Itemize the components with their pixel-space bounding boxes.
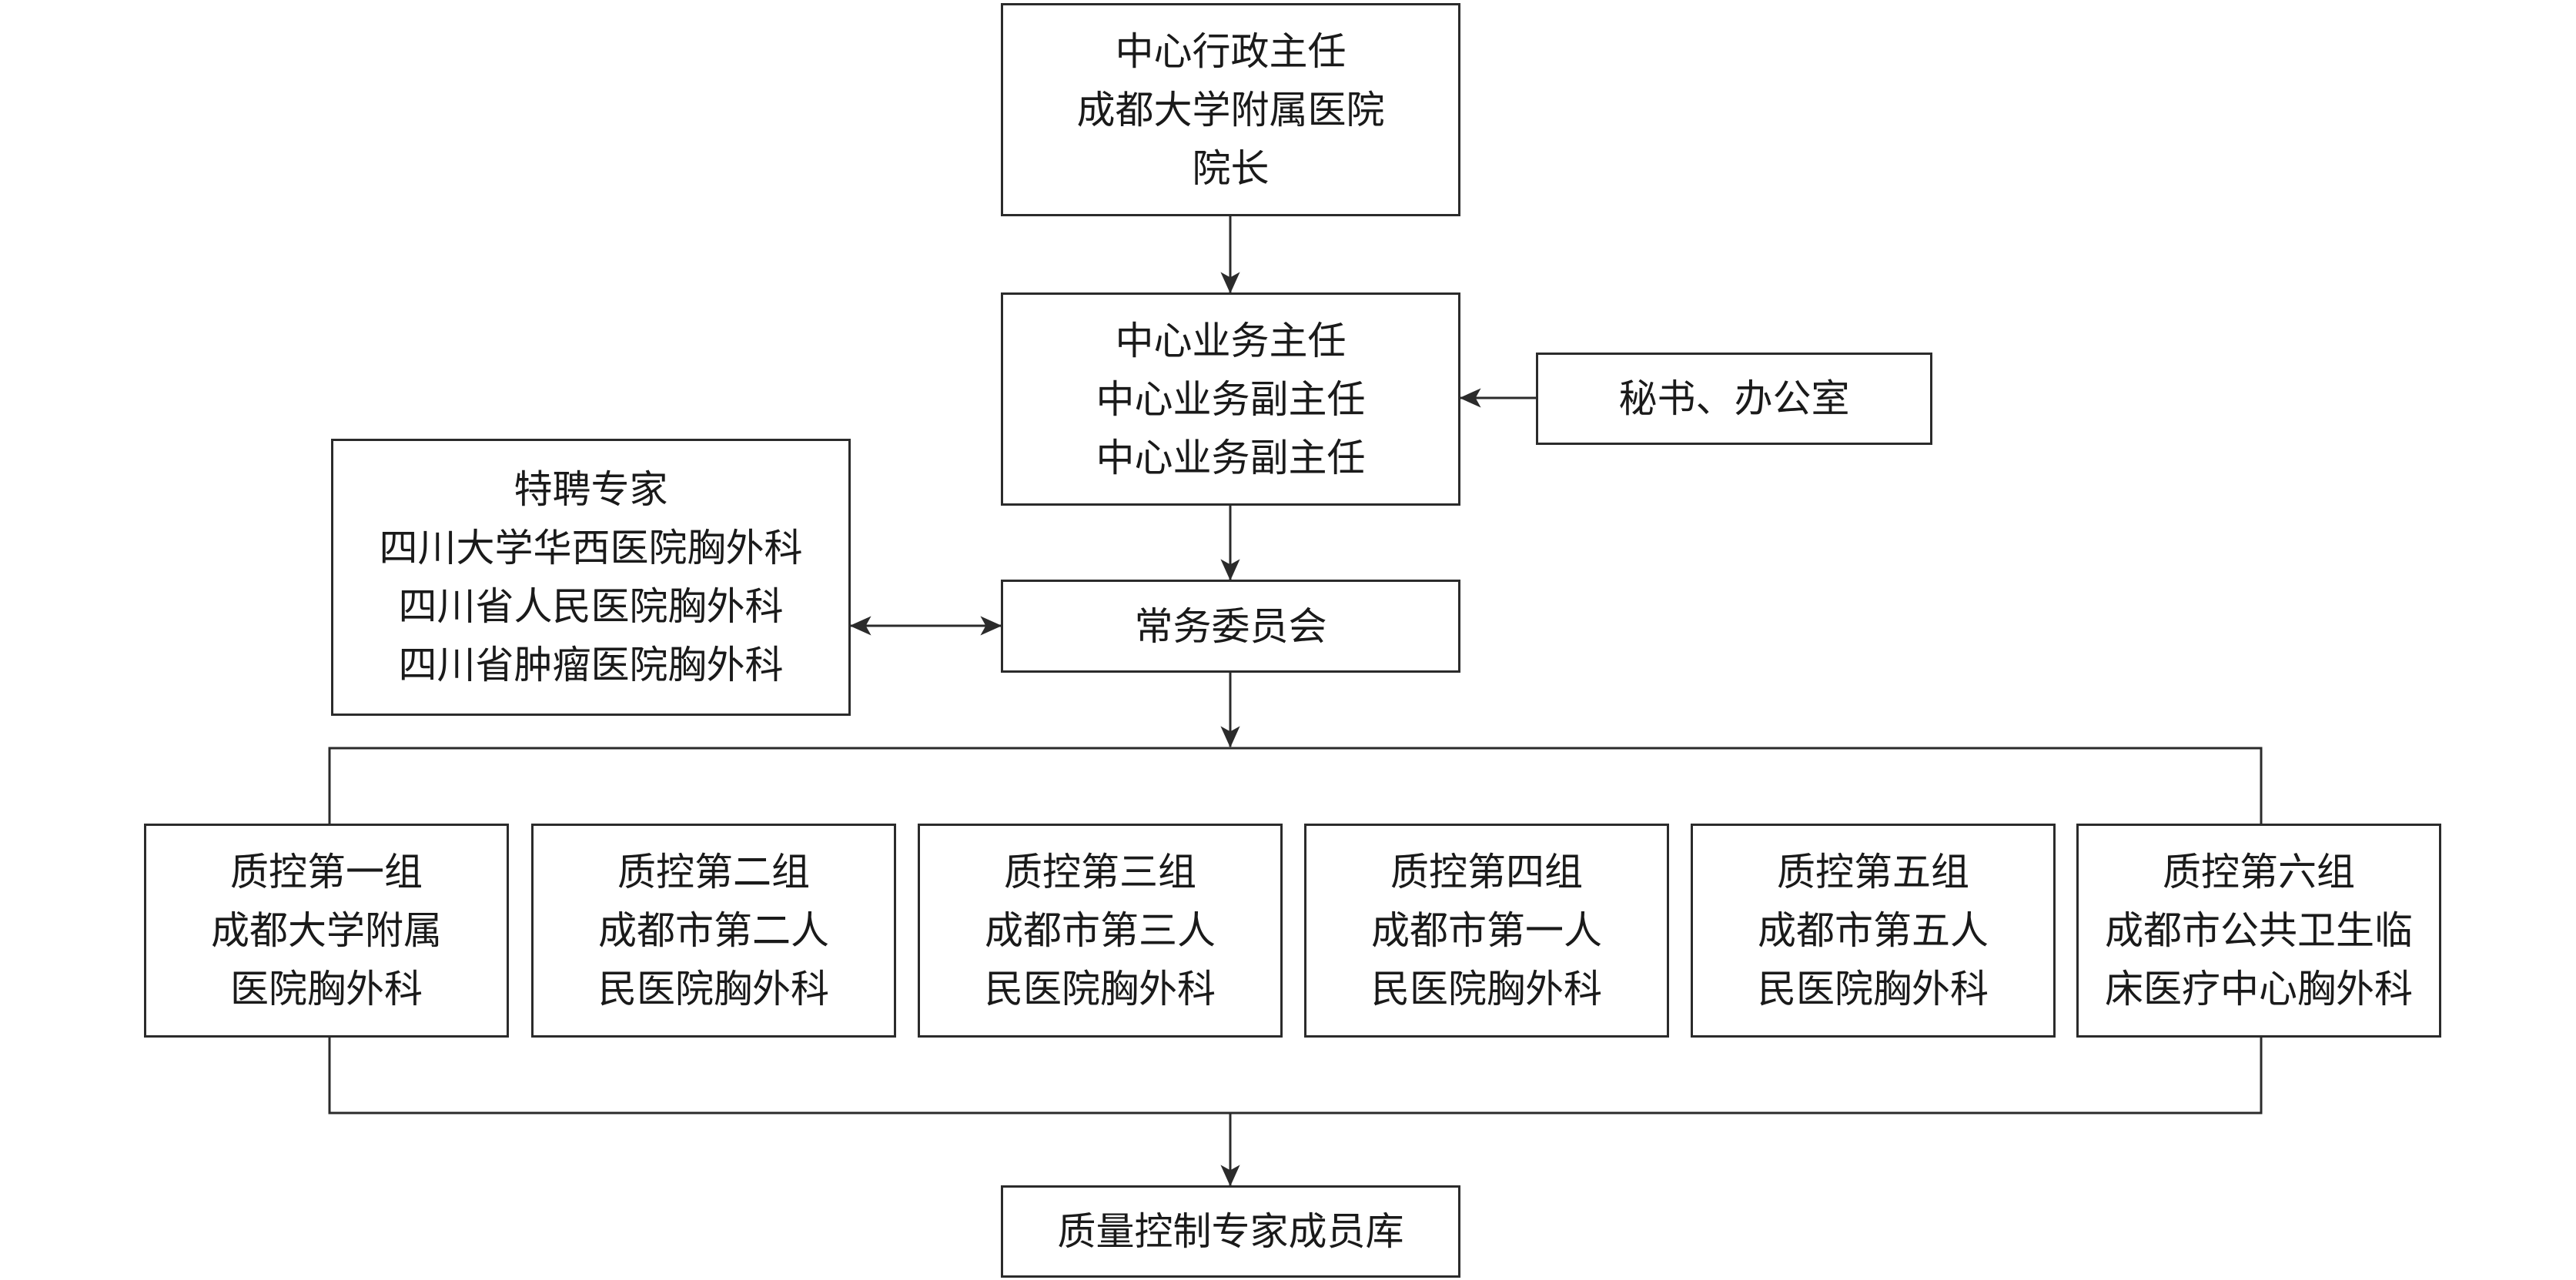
node-business-line: 中心业务主任	[1115, 318, 1347, 363]
node-group-line: 质控第一组	[230, 850, 423, 894]
node-group-line: 床医疗中心胸外科	[2105, 967, 2413, 1011]
node-director-line: 院长	[1192, 145, 1270, 191]
node-library-line: 质量控制专家成员库	[1057, 1209, 1404, 1254]
node-group-2: 质控第二组 成都市第二人 民医院胸外科	[531, 824, 896, 1038]
node-group-line: 民医院胸外科	[1371, 967, 1602, 1011]
node-group-line: 质控第五组	[1777, 850, 1969, 894]
node-group-5: 质控第五组 成都市第五人 民医院胸外科	[1691, 824, 2056, 1038]
node-group-line: 成都市第三人	[985, 908, 1216, 953]
node-group-line: 成都市公共卫生临	[2105, 908, 2413, 953]
node-business-line: 中心业务副主任	[1096, 435, 1366, 480]
node-experts-line: 四川省人民医院胸外科	[398, 584, 784, 629]
node-director-line: 成都大学附属医院	[1076, 87, 1385, 132]
top-bus-line	[328, 747, 2263, 824]
node-group-line: 民医院胸外科	[598, 967, 829, 1011]
node-group-line: 质控第三组	[1004, 850, 1196, 894]
node-group-line: 民医院胸外科	[985, 967, 1216, 1011]
node-group-line: 民医院胸外科	[1758, 967, 1989, 1011]
node-business-line: 中心业务副主任	[1096, 376, 1366, 422]
node-group-line: 成都市第二人	[598, 908, 829, 953]
node-committee: 常务委员会	[1001, 580, 1460, 673]
bottom-bus-line	[328, 1038, 2263, 1115]
node-experts-line: 四川省肿瘤医院胸外科	[398, 643, 784, 687]
node-experts-line: 四川大学华西医院胸外科	[379, 526, 803, 570]
node-director: 中心行政主任 成都大学附属医院 院长	[1001, 3, 1460, 216]
node-group-6: 质控第六组 成都市公共卫生临 床医疗中心胸外科	[2076, 824, 2441, 1038]
node-secretary: 秘书、办公室	[1536, 353, 1932, 445]
node-director-line: 中心行政主任	[1115, 28, 1347, 74]
node-experts-line: 特聘专家	[514, 467, 668, 512]
node-group-line: 成都市第一人	[1371, 908, 1602, 953]
node-group-4: 质控第四组 成都市第一人 民医院胸外科	[1304, 824, 1669, 1038]
node-group-line: 质控第四组	[1390, 850, 1583, 894]
node-group-3: 质控第三组 成都市第三人 民医院胸外科	[918, 824, 1283, 1038]
node-secretary-line: 秘书、办公室	[1618, 376, 1850, 421]
node-group-line: 质控第二组	[617, 850, 810, 894]
node-business: 中心业务主任 中心业务副主任 中心业务副主任	[1001, 292, 1460, 506]
node-group-line: 质控第六组	[2163, 850, 2355, 894]
node-group-line: 医院胸外科	[230, 967, 423, 1011]
node-group-1: 质控第一组 成都大学附属 医院胸外科	[144, 824, 509, 1038]
node-library: 质量控制专家成员库	[1001, 1185, 1460, 1278]
node-experts: 特聘专家 四川大学华西医院胸外科 四川省人民医院胸外科 四川省肿瘤医院胸外科	[331, 439, 851, 716]
node-group-line: 成都市第五人	[1758, 908, 1989, 953]
node-committee-line: 常务委员会	[1134, 603, 1327, 649]
node-group-line: 成都大学附属	[211, 908, 442, 953]
